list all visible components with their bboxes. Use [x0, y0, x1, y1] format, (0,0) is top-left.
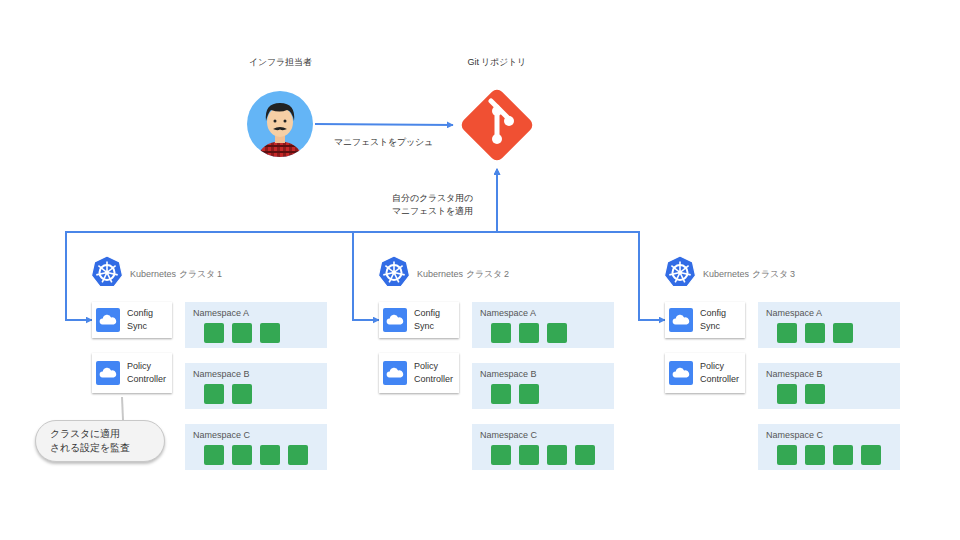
connector — [497, 169, 665, 320]
namespace-box: Namespace C — [472, 424, 614, 470]
edge-label: 自分のクラスタ用の マニフェストを適用 — [383, 192, 482, 217]
component-box: Policy Controller — [665, 353, 745, 393]
cloud-icon — [383, 308, 407, 332]
cluster-title: Kubernetes クラスタ 1 — [130, 268, 222, 281]
cloud-icon — [669, 361, 693, 385]
node-label: Policy Controller — [414, 360, 453, 386]
pod-square — [491, 445, 511, 465]
kubernetes-logo — [88, 254, 126, 292]
pod-square — [777, 384, 797, 404]
node-label: Policy Controller — [127, 360, 166, 386]
node-label: Namespace B — [480, 369, 537, 379]
pod-square — [260, 323, 280, 343]
node-label: Namespace A — [766, 308, 822, 318]
pod-square — [575, 445, 595, 465]
pod-square — [519, 323, 539, 343]
pod-square — [232, 323, 252, 343]
node-label: Config Sync — [127, 307, 153, 333]
namespace-box: Namespace A — [185, 302, 327, 348]
node-label: Config Sync — [700, 307, 726, 333]
pod-square — [491, 384, 511, 404]
namespace-box: Namespace B — [758, 363, 900, 409]
node-label: Namespace B — [193, 369, 250, 379]
node-label: Namespace A — [193, 308, 249, 318]
person-illustration — [247, 91, 313, 157]
cluster-title: Kubernetes クラスタ 2 — [417, 268, 509, 281]
node-label: Namespace C — [766, 430, 823, 440]
connector — [353, 169, 497, 320]
connector — [66, 169, 497, 320]
namespace-box: Namespace C — [185, 424, 327, 470]
pod-square — [491, 323, 511, 343]
component-box: Policy Controller — [379, 353, 459, 393]
git-diamond — [453, 81, 541, 169]
kubernetes-logo — [661, 254, 699, 292]
pod-square — [204, 445, 224, 465]
pod-square — [777, 445, 797, 465]
node-label: Policy Controller — [700, 360, 739, 386]
pod-square — [861, 445, 881, 465]
top-label: Git リポジトリ — [447, 56, 547, 69]
pod-square — [805, 445, 825, 465]
namespace-box: Namespace A — [758, 302, 900, 348]
pod-square — [805, 384, 825, 404]
git-repo: Git リポジトリ — [447, 56, 547, 169]
pod-square — [777, 323, 797, 343]
pod-square — [805, 323, 825, 343]
pod-square — [232, 384, 252, 404]
component-box: Config Sync — [92, 302, 172, 338]
cluster-region: Kubernetes クラスタ 3 Config SyncPolicy Contr… — [653, 250, 912, 484]
cloud-icon — [383, 361, 407, 385]
pod-square — [204, 323, 224, 343]
node-label: Config Sync — [414, 307, 440, 333]
cloud-icon — [96, 361, 120, 385]
connector — [315, 124, 453, 125]
component-box: Config Sync — [665, 302, 745, 338]
pod-square — [519, 445, 539, 465]
pod-square — [547, 323, 567, 343]
callout-bubble: クラスタに適用 される設定を監査 — [35, 420, 165, 462]
edge-label: マニフェストをプッシュ — [332, 136, 435, 149]
node-label: Namespace C — [193, 430, 250, 440]
cluster-title: Kubernetes クラスタ 3 — [703, 268, 795, 281]
cloud-icon — [669, 308, 693, 332]
person-node: インフラ担当者 — [230, 56, 330, 157]
namespace-box: Namespace C — [758, 424, 900, 470]
pod-square — [288, 445, 308, 465]
component-box: Policy Controller — [92, 353, 172, 393]
node-label: Namespace A — [480, 308, 536, 318]
node-label: クラスタに適用 される設定を監査 — [50, 427, 150, 455]
pod-square — [547, 445, 567, 465]
pod-square — [260, 445, 280, 465]
pod-square — [204, 384, 224, 404]
pod-square — [232, 445, 252, 465]
kubernetes-logo — [375, 254, 413, 292]
node-label: Namespace C — [480, 430, 537, 440]
namespace-box: Namespace A — [472, 302, 614, 348]
pod-square — [833, 323, 853, 343]
pod-square — [519, 384, 539, 404]
namespace-box: Namespace B — [185, 363, 327, 409]
namespace-box: Namespace B — [472, 363, 614, 409]
connector — [122, 397, 123, 420]
node-label: Namespace B — [766, 369, 823, 379]
component-box: Config Sync — [379, 302, 459, 338]
top-label: インフラ担当者 — [230, 56, 330, 69]
cluster-region: Kubernetes クラスタ 2 Config SyncPolicy Contr… — [367, 250, 626, 484]
pod-square — [833, 445, 853, 465]
cloud-icon — [96, 308, 120, 332]
